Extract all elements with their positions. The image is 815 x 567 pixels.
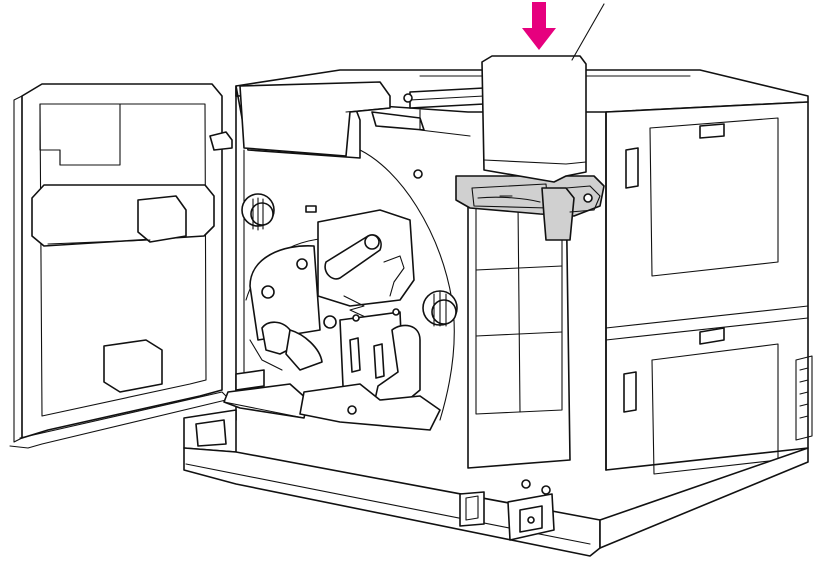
right-knob[interactable] [422, 290, 458, 327]
ink-cartridge[interactable] [481, 55, 587, 183]
interior-mechanism [223, 81, 485, 431]
front-door [9, 83, 233, 449]
callouts [571, 3, 605, 61]
cartridge-bay [455, 175, 605, 469]
left-knob[interactable] [241, 193, 275, 231]
arrow-down-icon [522, 2, 556, 50]
callout-leader-line [571, 3, 605, 61]
